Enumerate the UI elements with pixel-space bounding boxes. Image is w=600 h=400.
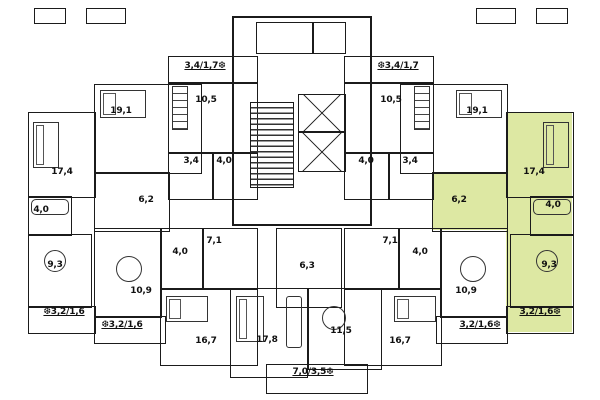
area-label: 16,7 bbox=[389, 336, 411, 346]
room-19-1-left bbox=[94, 84, 202, 174]
bed-icon bbox=[236, 296, 264, 342]
bed-icon bbox=[33, 122, 59, 168]
area-label: 19,1 bbox=[466, 106, 488, 116]
area-label: 3,4/1,7❆ bbox=[184, 61, 226, 71]
area-label: 6,3 bbox=[299, 261, 315, 271]
area-label: 16,7 bbox=[195, 336, 217, 346]
area-label: 17,4 bbox=[523, 167, 545, 177]
bed-icon bbox=[543, 122, 569, 168]
area-label: ❆3,2/1,6 bbox=[101, 320, 143, 330]
roof-box-3 bbox=[476, 8, 516, 24]
tub-icon bbox=[533, 199, 571, 215]
roof-box-1 bbox=[34, 8, 66, 24]
table-icon bbox=[460, 256, 486, 282]
balcony-3-4-1-7-left bbox=[168, 56, 258, 84]
hall-6-2-right bbox=[432, 172, 508, 232]
bed-icon bbox=[394, 296, 436, 322]
bath-4-0-left bbox=[28, 196, 72, 236]
bath-4-0-right bbox=[530, 196, 574, 236]
balcony-3-4-1-7-right bbox=[344, 56, 434, 84]
room-4-0-mid-right bbox=[398, 228, 442, 290]
bed-icon bbox=[100, 90, 146, 118]
area-label: 9,3 bbox=[47, 260, 63, 270]
area-label: 3,4 bbox=[402, 156, 418, 166]
area-label: 9,3 bbox=[541, 260, 557, 270]
elevator-shaft-1 bbox=[298, 94, 346, 132]
table-icon bbox=[44, 250, 66, 272]
bed-icon bbox=[456, 90, 502, 118]
balcony-3-2-1-6-right bbox=[506, 306, 574, 334]
room-3-4-left bbox=[168, 152, 214, 200]
bed-icon bbox=[166, 296, 208, 322]
table-icon bbox=[536, 250, 558, 272]
balcony-3-2-1-6-right-2 bbox=[436, 316, 508, 344]
counter-icon bbox=[172, 86, 188, 130]
area-label: ❆3,4/1,7 bbox=[377, 61, 419, 71]
area-label: 6,2 bbox=[451, 195, 467, 205]
area-label: 17,8 bbox=[256, 335, 278, 345]
room-17-4-right bbox=[506, 112, 574, 198]
area-label: 6,2 bbox=[138, 195, 154, 205]
vent-shaft bbox=[312, 22, 346, 54]
area-label: ❆3,2/1,6 bbox=[43, 307, 85, 317]
area-label: 4,0 bbox=[545, 200, 561, 210]
room-4-0-right bbox=[344, 152, 390, 200]
counter-icon bbox=[414, 86, 430, 130]
stair-core bbox=[232, 16, 372, 226]
area-label: 10,9 bbox=[130, 286, 152, 296]
area-label: 4,0 bbox=[412, 247, 428, 257]
balcony-3-2-1-6-left bbox=[28, 306, 96, 334]
machine-room bbox=[256, 22, 314, 54]
balcony-3-2-1-6-left-2 bbox=[94, 316, 166, 344]
table-icon bbox=[116, 256, 142, 282]
selected-apartment-zone[interactable] bbox=[432, 172, 506, 230]
room-16-7-right bbox=[344, 288, 442, 366]
room-10-9-right bbox=[440, 228, 508, 318]
room-19-1-right bbox=[400, 84, 508, 174]
tub-icon bbox=[31, 199, 69, 215]
area-label: 3,4 bbox=[183, 156, 199, 166]
area-label: 3,2/1,6❆ bbox=[459, 320, 501, 330]
area-label: 10,5 bbox=[195, 95, 217, 105]
elevator-shaft-2 bbox=[298, 132, 346, 172]
sofa-icon bbox=[286, 296, 302, 348]
room-6-3 bbox=[276, 228, 342, 308]
balcony-7-0-3-5 bbox=[266, 364, 368, 394]
room-3-4-right bbox=[388, 152, 434, 200]
roof-box-4 bbox=[536, 8, 568, 24]
area-label: 4,0 bbox=[33, 205, 49, 215]
area-label: 17,4 bbox=[51, 167, 73, 177]
area-label: 11,5 bbox=[330, 326, 352, 336]
area-label: 7,0/3,5❆ bbox=[292, 367, 334, 377]
room-17-8 bbox=[230, 288, 308, 378]
room-9-3-right bbox=[510, 234, 574, 308]
area-label: 10,5 bbox=[380, 95, 402, 105]
area-label: 4,0 bbox=[358, 156, 374, 166]
table-icon bbox=[322, 306, 346, 330]
selected-apartment-zone[interactable] bbox=[506, 112, 572, 332]
area-label: 7,1 bbox=[206, 236, 222, 246]
area-label: 3,2/1,6❆ bbox=[519, 307, 561, 317]
room-17-4-left bbox=[28, 112, 96, 198]
area-label: 10,9 bbox=[455, 286, 477, 296]
area-label: 7,1 bbox=[382, 236, 398, 246]
area-label: 4,0 bbox=[216, 156, 232, 166]
room-7-1-right bbox=[344, 228, 400, 290]
hall-6-2-left bbox=[94, 172, 170, 232]
room-4-0-mid-left bbox=[160, 228, 204, 290]
roof-box-2 bbox=[86, 8, 126, 24]
room-9-3-left bbox=[28, 234, 92, 308]
room-10-9-left bbox=[94, 228, 162, 318]
area-label: 4,0 bbox=[172, 247, 188, 257]
staircase bbox=[250, 102, 294, 188]
area-label: 19,1 bbox=[110, 106, 132, 116]
room-16-7-left bbox=[160, 288, 258, 366]
